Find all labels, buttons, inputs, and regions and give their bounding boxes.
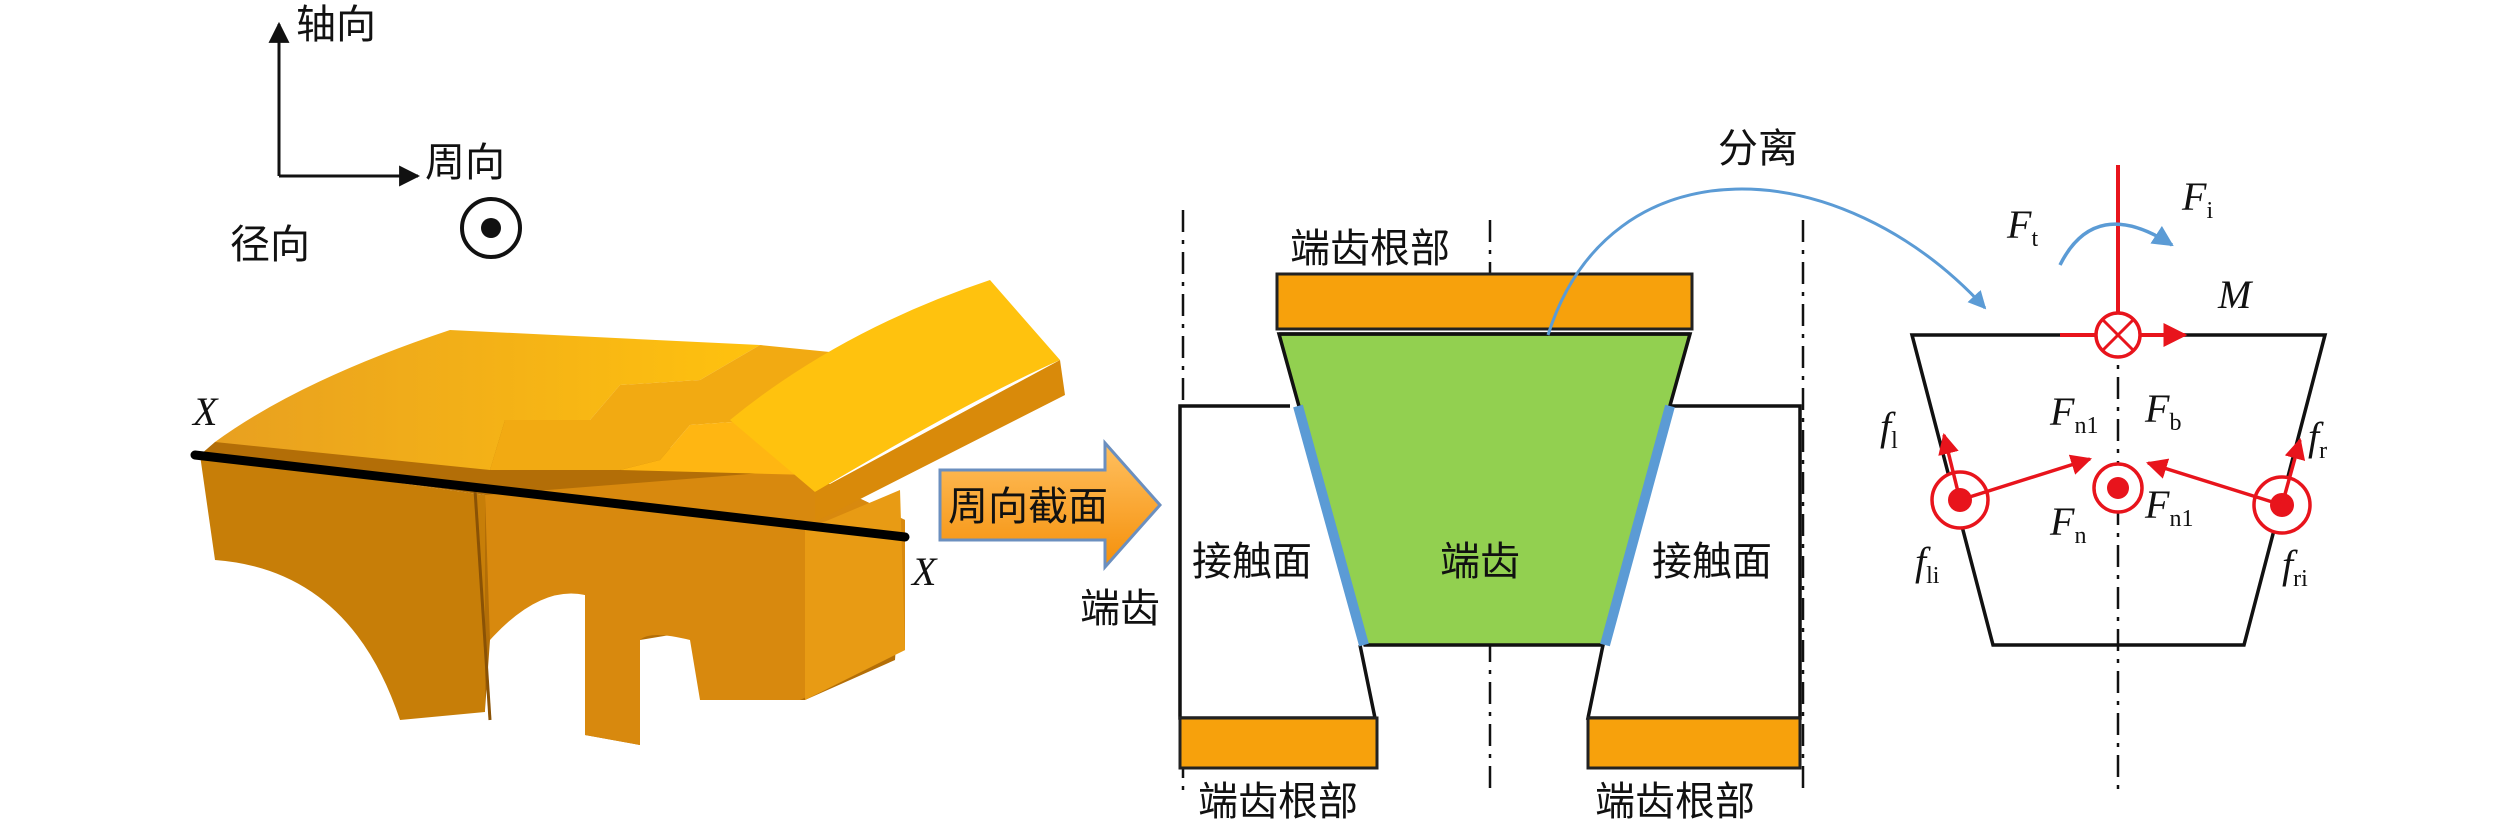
tooth-root-top — [1275, 272, 1694, 331]
contact-left-label: 接触面 — [1192, 539, 1312, 585]
root-top-label: 端齿根部 — [1290, 226, 1450, 272]
axes-indicator: 轴向 周向 径向 — [230, 2, 522, 268]
force-diagram: Ft Fi M fl Fn1 Fb fr Fn Fn1 fli fri — [1880, 165, 2328, 790]
force-m: M — [2217, 272, 2254, 317]
section-line-xx — [190, 450, 910, 542]
force-ft: Ft — [2006, 202, 2038, 252]
root-bottom-right-label: 端齿根部 — [1595, 779, 1755, 825]
center-tooth-label: 端齿 — [1440, 539, 1520, 585]
moment-arrow — [2058, 222, 2174, 266]
force-fb: Fb — [2144, 386, 2181, 436]
force-fn1-right: Fn1 — [2144, 482, 2193, 532]
force-fl: fl — [1880, 404, 1898, 454]
cross-section: 端齿根部 接触面 端齿 接触面 端齿 端齿根部 端齿根部 — [1080, 210, 1805, 825]
contact-face-right — [1600, 404, 1675, 647]
force-fli: fli — [1915, 539, 1940, 589]
tooth-root-bottom-left — [1178, 716, 1379, 770]
contact-right-label: 接触面 — [1652, 539, 1772, 585]
axial-label: 轴向 — [296, 2, 376, 48]
tooth-root-bottom-right — [1586, 716, 1802, 770]
radial-label: 径向 — [230, 222, 310, 268]
3d-end-tooth-model: X X — [190, 280, 1065, 745]
root-bottom-left-label: 端齿根部 — [1198, 779, 1358, 825]
force-fi: Fi — [2181, 174, 2213, 224]
circumferential-label: 周向 — [425, 140, 505, 186]
force-fn1-top: Fn1 — [2049, 389, 2098, 439]
section-mark-left: X — [191, 389, 219, 434]
side-tooth-label: 端齿 — [1080, 586, 1160, 632]
contact-face-left — [1293, 404, 1369, 647]
arrow-label: 周向截面 — [948, 484, 1108, 530]
separation-label: 分离 — [1718, 126, 1798, 172]
force-fr: fr — [2308, 414, 2327, 464]
circumferential-section-arrow: 周向截面 — [938, 439, 1163, 571]
force-fri: fri — [2282, 542, 2308, 592]
section-mark-right: X — [910, 549, 938, 594]
force-fn: Fn — [2049, 499, 2086, 549]
separation-arrow: 分离 — [1546, 126, 1987, 336]
